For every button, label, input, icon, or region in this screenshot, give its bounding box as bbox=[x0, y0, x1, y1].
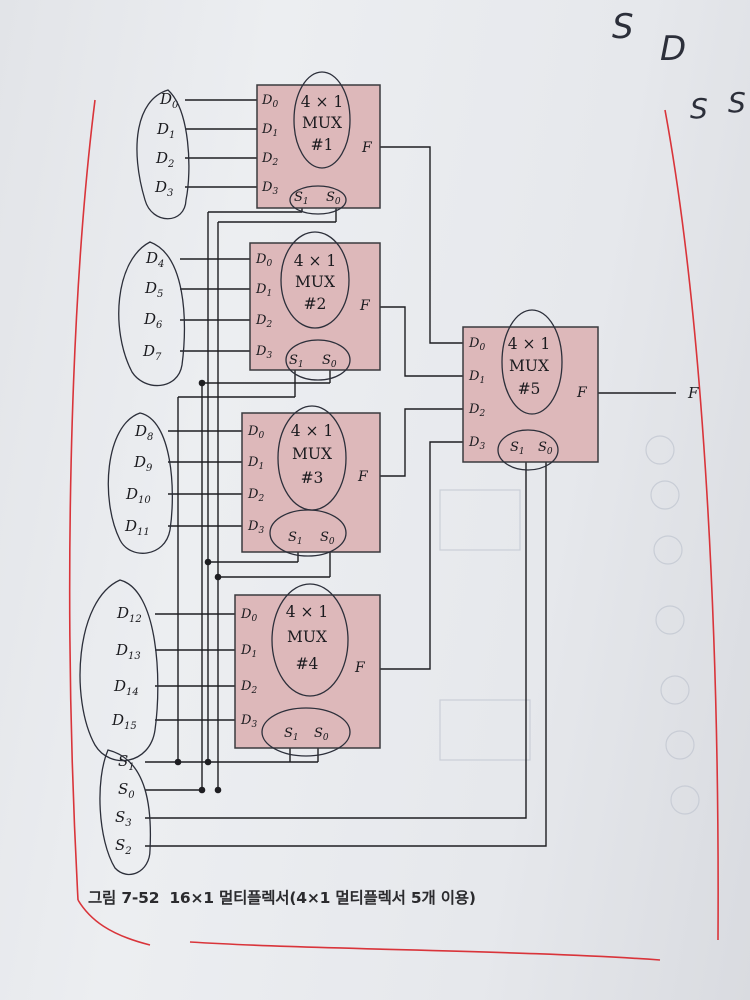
svg-text:D2: D2 bbox=[255, 313, 272, 330]
mux2-size: 4 × 1 bbox=[294, 252, 337, 270]
svg-text:S0: S0 bbox=[538, 440, 553, 457]
junctions bbox=[174, 379, 222, 794]
label-d12: D12 bbox=[116, 604, 142, 625]
label-d10: D10 bbox=[125, 485, 151, 506]
mux1-out-label: F bbox=[361, 140, 373, 156]
svg-text:S: S bbox=[690, 92, 708, 125]
svg-text:D3: D3 bbox=[255, 344, 272, 361]
data-input-labels: D0 D1 D2 D3 D4 D5 D6 D7 D8 D9 D10 D11 D1… bbox=[111, 90, 179, 732]
svg-text:D1: D1 bbox=[240, 643, 257, 660]
red-margin-lines bbox=[68, 99, 719, 961]
handwritten-notes: S D S S bbox=[612, 7, 746, 125]
mux5-type: MUX bbox=[509, 357, 549, 375]
label-d9: D9 bbox=[133, 453, 153, 474]
mux1-number: #1 bbox=[311, 136, 334, 154]
svg-text:S1: S1 bbox=[288, 530, 303, 547]
svg-text:D2: D2 bbox=[468, 402, 485, 419]
label-d0: D0 bbox=[159, 90, 179, 111]
svg-text:D3: D3 bbox=[261, 180, 278, 197]
mux3-out-label: F bbox=[357, 469, 369, 485]
label-d13: D13 bbox=[115, 641, 141, 662]
mux3-size: 4 × 1 bbox=[291, 422, 334, 440]
label-s2: S2 bbox=[115, 836, 132, 857]
mux-2-box bbox=[249, 242, 381, 371]
mux5-size: 4 × 1 bbox=[508, 335, 551, 353]
mux-labels: 4 × 1 MUX #1 F 4 × 1 MUX #2 F 4 × 1 MUX … bbox=[286, 93, 588, 676]
label-d5: D5 bbox=[144, 279, 163, 300]
svg-text:D1: D1 bbox=[261, 122, 278, 139]
label-d15: D15 bbox=[111, 711, 137, 732]
mux-3-box bbox=[241, 412, 381, 553]
mux3-type: MUX bbox=[292, 445, 332, 463]
mux1-size: 4 × 1 bbox=[301, 93, 344, 111]
svg-text:D0: D0 bbox=[261, 93, 278, 110]
label-s0: S0 bbox=[118, 780, 135, 801]
figure-number: 그림 7-52 bbox=[88, 889, 160, 907]
label-d3: D3 bbox=[154, 178, 173, 199]
figure-caption-text: 16×1 멀티플렉서(4×1 멀티플렉서 5개 이용) bbox=[169, 889, 476, 907]
label-d14: D14 bbox=[113, 677, 139, 698]
svg-text:D1: D1 bbox=[255, 282, 272, 299]
mux-5-box bbox=[462, 326, 599, 463]
label-d6: D6 bbox=[143, 310, 163, 331]
svg-text:S1: S1 bbox=[510, 440, 525, 457]
svg-text:S1: S1 bbox=[284, 726, 299, 743]
mux5-number: #5 bbox=[518, 380, 541, 398]
mux1-type: MUX bbox=[302, 114, 342, 132]
label-d8: D8 bbox=[134, 422, 153, 443]
svg-text:D2: D2 bbox=[240, 679, 257, 696]
label-d7: D7 bbox=[142, 342, 162, 363]
mux4-out-label: F bbox=[354, 660, 366, 676]
mux-pin-labels: D0 D1 D2 D3 D0 D1 D2 D3 D0 D1 D2 D3 D0 D… bbox=[240, 93, 553, 743]
svg-text:S1: S1 bbox=[289, 353, 304, 370]
svg-text:S: S bbox=[612, 7, 634, 47]
label-d11: D11 bbox=[124, 517, 150, 538]
label-d1: D1 bbox=[156, 120, 175, 141]
mux-boxes bbox=[234, 84, 599, 749]
svg-text:D3: D3 bbox=[468, 435, 485, 452]
svg-text:D: D bbox=[660, 29, 686, 69]
svg-text:D0: D0 bbox=[255, 252, 272, 269]
svg-text:S0: S0 bbox=[320, 530, 335, 547]
svg-text:D2: D2 bbox=[247, 487, 264, 504]
mux2-type: MUX bbox=[295, 273, 335, 291]
svg-text:D0: D0 bbox=[247, 424, 264, 441]
mux5-out-label: F bbox=[576, 385, 588, 401]
mux-4-box bbox=[234, 594, 381, 749]
figure-caption: 그림 7-52 16×1 멀티플렉서(4×1 멀티플렉서 5개 이용) bbox=[88, 886, 648, 908]
mux2-out-label: F bbox=[359, 298, 371, 314]
label-d2: D2 bbox=[155, 149, 174, 170]
mux4-type: MUX bbox=[287, 628, 327, 646]
mux2-number: #2 bbox=[304, 295, 327, 313]
final-output-label: F bbox=[687, 384, 699, 402]
svg-text:D0: D0 bbox=[468, 336, 485, 353]
svg-text:S: S bbox=[728, 86, 746, 119]
mux-1-box bbox=[256, 84, 381, 209]
svg-text:D3: D3 bbox=[240, 713, 257, 730]
select-input-labels: S1 S0 S3 S2 bbox=[115, 752, 135, 857]
svg-text:S0: S0 bbox=[322, 353, 337, 370]
mux4-number: #4 bbox=[296, 655, 319, 673]
svg-text:S1: S1 bbox=[294, 190, 309, 207]
label-d4: D4 bbox=[145, 249, 164, 270]
mux4-size: 4 × 1 bbox=[286, 603, 329, 621]
svg-text:D2: D2 bbox=[261, 151, 278, 168]
wires bbox=[145, 99, 676, 847]
pen-annotations bbox=[79, 71, 563, 876]
svg-text:S0: S0 bbox=[314, 726, 329, 743]
svg-text:D3: D3 bbox=[247, 519, 264, 536]
label-s3: S3 bbox=[115, 808, 132, 829]
page-showthrough bbox=[439, 435, 700, 815]
svg-text:D1: D1 bbox=[468, 369, 485, 386]
svg-text:D0: D0 bbox=[240, 607, 257, 624]
mux3-number: #3 bbox=[301, 469, 324, 487]
svg-text:D1: D1 bbox=[247, 455, 264, 472]
svg-text:S0: S0 bbox=[326, 190, 341, 207]
